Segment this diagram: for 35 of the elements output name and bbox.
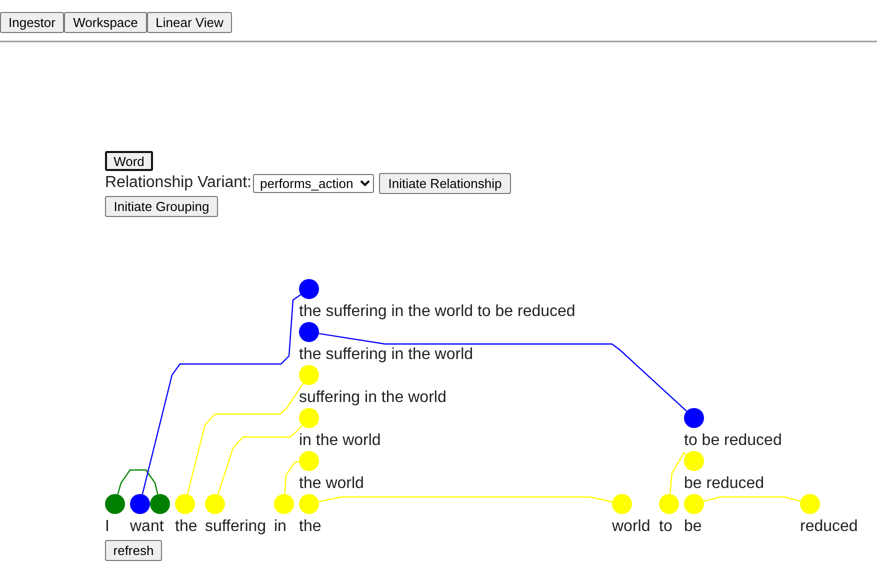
connector-line	[704, 496, 801, 502]
token-label: be reduced	[684, 475, 764, 493]
connector-line	[318, 332, 688, 412]
connector-line	[669, 452, 687, 494]
token-label: suffering in the world	[299, 389, 446, 407]
connector-line	[117, 469, 158, 495]
token-label: the suffering in the world to be reduced	[299, 303, 576, 321]
token-label: I	[105, 518, 110, 536]
connector-line	[318, 496, 612, 502]
token-label: the suffering in the world	[299, 346, 474, 364]
token-label: be	[684, 518, 702, 536]
connector-line	[142, 294, 302, 494]
token-label: reduced	[800, 518, 858, 536]
tab-button: Linear View	[147, 12, 232, 33]
token-label: want	[130, 518, 164, 536]
token-label: suffering	[205, 518, 266, 536]
token-label: to be reduced	[684, 432, 782, 450]
connector-line	[186, 382, 304, 494]
variant-dropdown: performs_action	[253, 174, 374, 193]
relationship-button: Initiate Relationship	[379, 173, 511, 194]
grouping-button: Initiate Grouping	[105, 196, 218, 217]
token-label: in	[274, 518, 286, 536]
token-label: world	[612, 518, 650, 536]
token-label: the	[175, 518, 198, 536]
token-label: the world	[299, 475, 364, 493]
tab-button: Workspace	[64, 12, 147, 33]
connector-line	[217, 424, 303, 495]
connector-line	[284, 461, 300, 494]
token-label: the	[299, 518, 322, 536]
token-label: in the world	[299, 432, 381, 450]
word-button: Word	[105, 151, 153, 171]
refresh-button: refresh	[105, 540, 162, 561]
tab-button: Ingestor	[0, 12, 64, 33]
token-label: to	[659, 518, 672, 536]
field-label: Relationship Variant:	[105, 174, 252, 192]
